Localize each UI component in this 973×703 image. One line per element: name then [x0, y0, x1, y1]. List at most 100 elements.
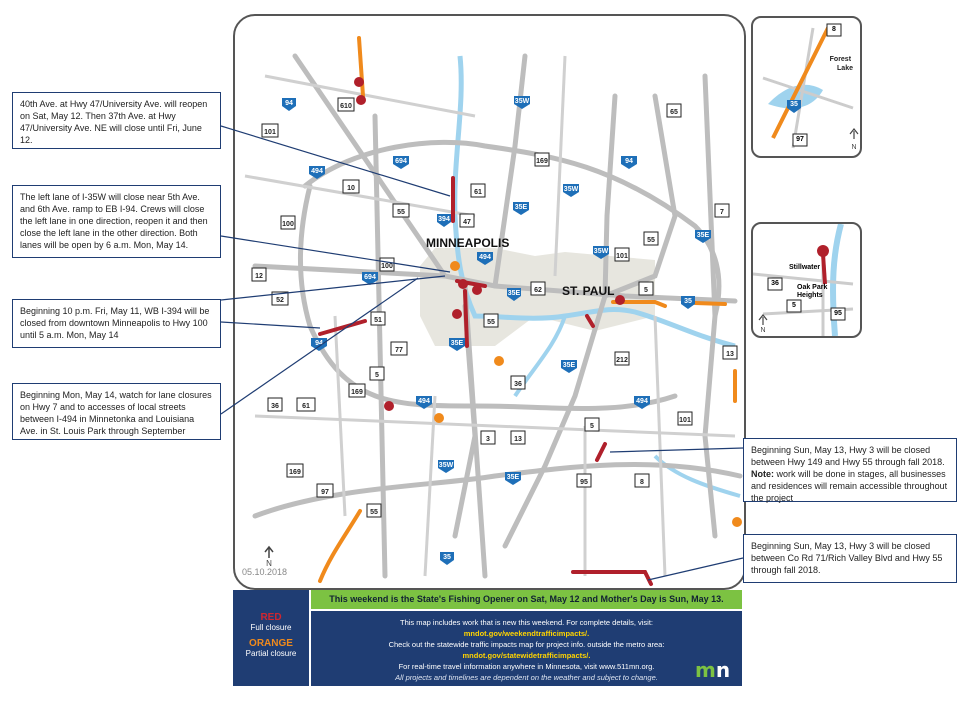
- svg-text:169: 169: [351, 389, 363, 396]
- svg-text:N: N: [266, 559, 272, 568]
- mndot-logo-n: n: [715, 658, 731, 682]
- svg-text:35E: 35E: [697, 232, 710, 239]
- svg-text:10: 10: [347, 185, 355, 192]
- state-shield: 5: [369, 366, 385, 381]
- state-shield: 55: [483, 313, 499, 328]
- closure-red-35w: [463, 289, 469, 348]
- legend-orange-label: ORANGE: [249, 638, 293, 649]
- svg-text:494: 494: [311, 168, 323, 175]
- inset-label-oak-park-heights: Oak Park Heights: [797, 284, 828, 299]
- interstate-shield: 35: [440, 552, 454, 565]
- interstate-shield: 94: [621, 156, 637, 169]
- weekend-impacts-link[interactable]: mndot.gov/weekendtrafficimpacts/.: [463, 629, 590, 638]
- closure-red-stillwater: [821, 253, 827, 285]
- interstate-shield: 494: [634, 396, 650, 409]
- svg-text:62: 62: [534, 287, 542, 294]
- interstate-shield: 35E: [507, 288, 521, 301]
- info-panel: This map includes work that is new this …: [311, 611, 742, 686]
- closure-orange-i94-east: [611, 300, 667, 308]
- statewide-impacts-link[interactable]: mndot.gov/statewidetrafficimpacts/.: [462, 651, 591, 660]
- callout-hwy3-south-closure: Beginning Sun, May 13, Hwy 3 will be clo…: [743, 534, 957, 583]
- state-shield: 36: [510, 375, 526, 390]
- svg-text:35E: 35E: [563, 362, 576, 369]
- river-east: [653, 454, 741, 498]
- svg-text:494: 494: [479, 254, 491, 261]
- legend-orange-desc: Partial closure: [245, 649, 297, 658]
- us-shield: 101: [677, 411, 693, 426]
- info-line-2: Check out the statewide traffic impacts …: [388, 640, 665, 649]
- city-label-minneapolis: MINNEAPOLIS: [426, 236, 510, 250]
- callout-hwy7-lane-closures: Beginning Mon, May 14, watch for lane cl…: [12, 383, 221, 440]
- svg-text:494: 494: [418, 398, 430, 405]
- us-shield: 169: [534, 152, 550, 167]
- interstate-shield: 35W: [438, 460, 454, 473]
- svg-text:35: 35: [684, 298, 692, 305]
- state-shield: 13: [722, 345, 738, 360]
- closure-red-st-paul: [585, 314, 595, 328]
- inset-stillwater: N Stillwater Oak Park Heights 36 5 95: [751, 222, 862, 338]
- closure-point: [356, 95, 366, 105]
- inset-shield-label: 35: [790, 101, 798, 108]
- us-shield: 12: [251, 267, 267, 282]
- callout-hwy47-closure: 40th Ave. at Hwy 47/University Ave. will…: [12, 92, 221, 149]
- weekend-banner: This weekend is the State's Fishing Open…: [311, 590, 742, 609]
- inset-forest-lake-label: Forest: [830, 56, 852, 63]
- north-arrow: [849, 128, 859, 139]
- svg-text:13: 13: [514, 436, 522, 443]
- svg-text:5: 5: [375, 372, 379, 379]
- closure-point: [458, 279, 468, 289]
- inset-forest-lake: Forest Lake N 8 35 97: [751, 16, 862, 158]
- us-shield: [792, 133, 808, 147]
- callout-i394-closure: Beginning 10 p.m. Fri, May 11, WB I-394 …: [12, 299, 221, 348]
- mndot-logo-m: m: [695, 658, 716, 682]
- city-label-st-paul: ST. PAUL: [562, 284, 615, 298]
- callout-hwy3-north-closure: Beginning Sun, May 13, Hwy 3 will be clo…: [743, 438, 957, 503]
- svg-text:35W: 35W: [515, 98, 530, 105]
- us-shield: 52: [271, 291, 289, 306]
- state-shield: [830, 307, 846, 321]
- closure-red-hwy7: [318, 319, 367, 336]
- state-shield: [786, 299, 802, 313]
- svg-text:8: 8: [640, 479, 644, 486]
- svg-text:100: 100: [381, 263, 393, 270]
- svg-text:47: 47: [463, 219, 471, 226]
- inset-label-stillwater: Stillwater: [789, 264, 821, 271]
- svg-text:35W: 35W: [594, 248, 609, 255]
- state-shield: 3: [480, 430, 496, 445]
- svg-text:35E: 35E: [507, 474, 520, 481]
- inset-shield-label: 5: [792, 302, 796, 309]
- state-shield: 55: [392, 203, 410, 218]
- interstate-shield: 35: [681, 296, 695, 309]
- svg-text:51: 51: [374, 317, 382, 324]
- inset-stillwater-map: N: [753, 224, 854, 336]
- closure-orange-i35: [771, 25, 831, 139]
- svg-text:12: 12: [255, 273, 263, 280]
- svg-text:35E: 35E: [451, 340, 464, 347]
- interstate-shield: 494: [416, 396, 432, 409]
- interstate-shield: 694: [362, 272, 378, 285]
- inset-forest-lake-map: Forest Lake N: [762, 23, 859, 151]
- callout-hwy3-north-text: Beginning Sun, May 13, Hwy 3 will be clo…: [751, 445, 945, 467]
- interstate-shield: 494: [477, 252, 493, 265]
- svg-text:94: 94: [315, 340, 323, 347]
- svg-text:52: 52: [276, 297, 284, 304]
- svg-text:494: 494: [636, 398, 648, 405]
- closure-orange-southwest: [318, 509, 362, 583]
- svg-text:694: 694: [395, 158, 407, 165]
- state-shield: 36: [267, 397, 283, 412]
- us-shield: 169: [348, 383, 366, 398]
- state-shield: 62: [530, 281, 546, 296]
- closure-point: [450, 261, 460, 271]
- svg-text:212: 212: [616, 357, 628, 364]
- svg-text:101: 101: [264, 129, 276, 136]
- closure-point: [354, 77, 364, 87]
- us-shield: 169: [286, 463, 304, 478]
- map-date: 05.10.2018: [242, 567, 288, 577]
- us-shield: 10: [342, 179, 360, 194]
- interstate-shield: 35E: [695, 230, 711, 243]
- closure-point: [494, 356, 504, 366]
- svg-text:13: 13: [726, 351, 734, 358]
- closure-point: [817, 245, 829, 257]
- state-shield: 95: [576, 473, 592, 488]
- svg-text:55: 55: [370, 509, 378, 516]
